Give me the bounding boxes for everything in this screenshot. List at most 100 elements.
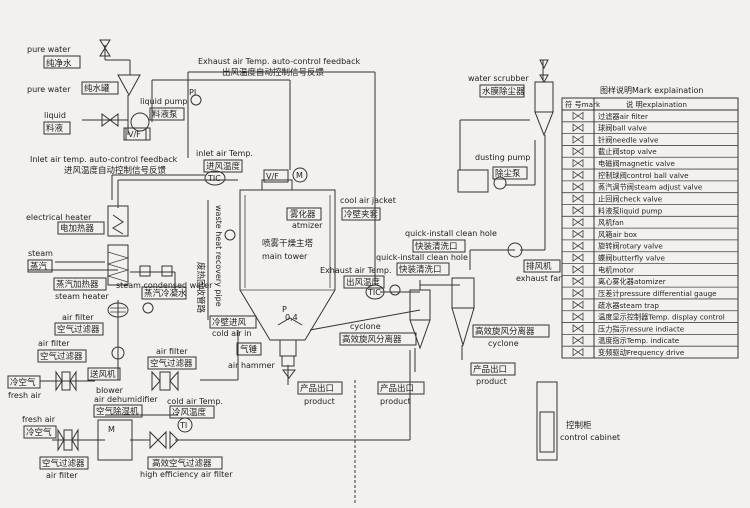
rotary-valve-symbol xyxy=(572,241,584,251)
inlet-temp-cn: 进风温度 xyxy=(206,161,241,172)
high-efficiency-filter xyxy=(149,430,179,450)
pressure-indicator-icon xyxy=(142,302,154,314)
blower-cn: 送风机 xyxy=(90,369,116,380)
electrical-heater-en: electrical heater xyxy=(26,213,92,222)
tic-inlet-icon xyxy=(204,170,226,186)
liquid-cn: 料液 xyxy=(46,123,64,134)
water-scrubber xyxy=(534,59,554,137)
legend-text: 截止阀stop valve xyxy=(598,147,657,156)
legend-row: 旋转阀rotary valve xyxy=(562,241,738,253)
legend-row: 球阀ball valve xyxy=(562,123,738,135)
air-hammer-en: air hammer xyxy=(228,361,275,370)
air-filter-1 xyxy=(107,302,129,318)
blower-en: blower xyxy=(96,386,124,395)
legend-text: 温度指示Temp. indicate xyxy=(598,336,680,345)
dusting-pump-cn: 除尘泵 xyxy=(495,168,521,179)
inlet-temp-en: inlet air Temp. xyxy=(196,149,253,158)
tower-pressure-icon xyxy=(224,229,236,241)
pure-water-2-cn: 纯水罐 xyxy=(84,83,110,94)
frequency-drive-symbol xyxy=(572,347,584,357)
cold-temp-cn: 冷风温度 xyxy=(172,407,207,418)
legend-row: 温度显示控制器Temp. display control xyxy=(562,312,738,323)
legend-row: 压力指示ressure indiacte xyxy=(562,324,738,335)
legend-text: 离心雾化器atomizer xyxy=(598,277,666,286)
product-3-en: product xyxy=(476,377,507,386)
product-2-cn: 产品出口 xyxy=(380,383,414,394)
pressure-indicate-symbol xyxy=(572,324,584,333)
air-filter-3-en: air filter xyxy=(156,347,188,356)
cold-temp-en: cold air Temp. xyxy=(167,397,223,406)
steam-trap-symbol xyxy=(572,300,584,310)
legend-text: 过滤器air filter xyxy=(598,112,648,121)
air-filter-2-cn: 空气过滤器 xyxy=(40,351,83,362)
legend-row: 变频驱动Frequency drive xyxy=(562,347,738,359)
legend-text: 压差计pressure differential gauge xyxy=(598,289,717,298)
legend-text: 止回阀check valve xyxy=(598,194,663,203)
air-hammer-cn: 气锤 xyxy=(240,344,258,355)
fresh-air-2-cn: 冷空气 xyxy=(26,427,52,438)
pure-water-1-en: pure water xyxy=(27,45,71,54)
air-box-symbol xyxy=(572,229,584,239)
liquid-pump-symbol xyxy=(572,206,584,215)
cyclone-1 xyxy=(409,280,431,350)
steam-heater-en: steam heater xyxy=(55,292,109,301)
air-filter-1-en: air filter xyxy=(62,313,94,322)
control-cabinet-en: control cabinet xyxy=(560,433,620,442)
dehumidifier-cn: 空气除湿机 xyxy=(96,406,139,417)
legend-row: 蒸汽调节阀steam adjust valve xyxy=(562,182,738,194)
water-scrubber-cn: 水膜除尘器 xyxy=(482,86,525,97)
product-3-cn: 产品出口 xyxy=(473,364,507,375)
motor-label: M xyxy=(296,171,303,180)
exhaust-fan xyxy=(507,242,523,258)
svg-text:M: M xyxy=(108,425,115,434)
dusting-pump-en: dusting pump xyxy=(475,153,530,162)
label-boxes xyxy=(7,55,561,470)
pure-water-2-en: pure water xyxy=(27,85,71,94)
cyclone-2 xyxy=(451,277,475,347)
cold-air-cn: 冷壁进风 xyxy=(212,317,247,328)
ti-label: TI xyxy=(179,421,187,430)
steam-en: steam xyxy=(28,249,53,258)
pipe-lines xyxy=(28,45,546,505)
legend-row: 电机motor xyxy=(562,265,738,276)
cyclone-1-en: cyclone xyxy=(350,322,381,331)
legend-row: 疏水器steam trap xyxy=(562,300,738,312)
legend-text: 控制球阀control ball valve xyxy=(598,171,689,180)
exhaust-pressure-icon xyxy=(389,284,401,296)
legend-text: 压力指示ressure indiacte xyxy=(598,324,685,333)
control-cabinet xyxy=(536,381,558,461)
pi-label: PI xyxy=(189,88,196,97)
legend-text: 风机fan xyxy=(598,218,624,227)
legend-row: 蝶阀butterfly valve xyxy=(562,253,738,264)
air-filter-4-cn: 空气过滤器 xyxy=(42,458,85,469)
needle-valve-symbol xyxy=(572,135,584,144)
quick-clean-2-en: quick-install clean hole xyxy=(376,253,468,262)
pure-water-1-cn: 纯净水 xyxy=(46,58,72,69)
main-tower-en: main tower xyxy=(262,252,308,261)
air-filter-symbol xyxy=(572,111,584,121)
legend-text: 蒸汽调节阀steam adjust valve xyxy=(598,183,703,192)
legend-text: 旋转阀rotary valve xyxy=(598,242,663,251)
steam-heater xyxy=(106,244,130,286)
product-1-cn: 产品出口 xyxy=(300,383,334,394)
pressure-value: 0,4 xyxy=(285,313,298,322)
fresh-air-1-cn: 冷空气 xyxy=(10,377,36,388)
fresh-air-1-en: fresh air xyxy=(8,391,42,400)
air-filter-2-en: air filter xyxy=(38,339,70,348)
exhaust-temp-cn: 出风温度 xyxy=(346,277,381,288)
hef-cn: 高效空气过滤器 xyxy=(152,458,212,469)
vf-label-2: V/F xyxy=(266,172,279,181)
legend-text: 疏水器steam trap xyxy=(598,301,659,310)
air-filter-2 xyxy=(55,370,77,392)
exhaust-feedback-en: Exhaust air Temp. auto-control feedback xyxy=(198,57,360,66)
butterfly-valve-symbol xyxy=(572,253,584,262)
cyclone-2-en: cyclone xyxy=(488,339,519,348)
magnetic-valve-symbol xyxy=(572,158,584,168)
control-cabinet-cn: 控制柜 xyxy=(566,420,592,431)
quick-clean-1-en: quick-install clean hole xyxy=(405,229,497,238)
cool-jacket-en: cool air jacket xyxy=(340,196,396,205)
pure-water-valve-icon xyxy=(99,39,111,57)
cyclone-2-cn: 高效旋风分离器 xyxy=(475,326,535,337)
liquid-valve-icon xyxy=(101,113,119,127)
legend-row: 风箱air box xyxy=(562,229,738,241)
